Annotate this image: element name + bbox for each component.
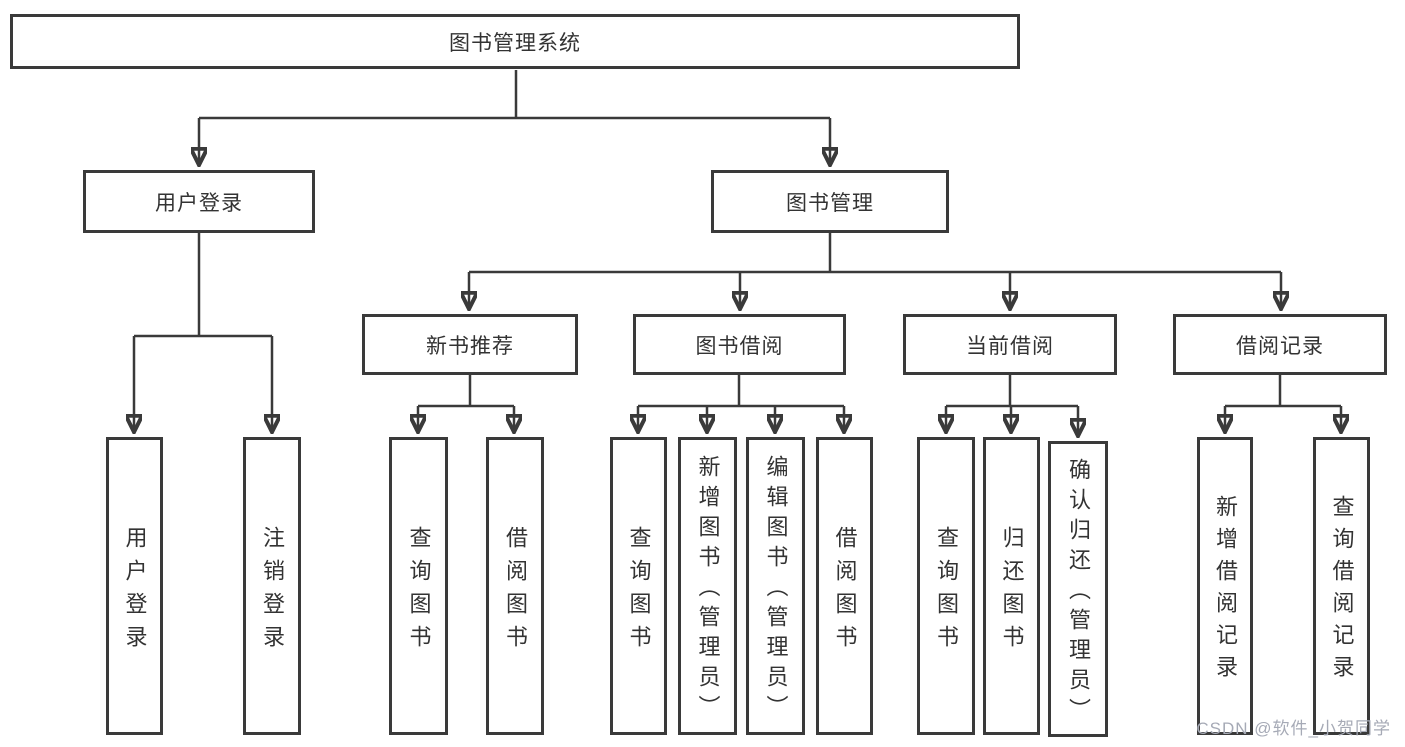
node-add-book-admin: 新增图书（管理员） (678, 437, 737, 735)
node-borrowing-records: 借阅记录 (1173, 314, 1387, 375)
node-edit-book-admin: 编辑图书（管理员） (746, 437, 805, 735)
node-book-management-label: 图书管理 (786, 191, 874, 215)
node-current-borrowing-label: 当前借阅 (966, 334, 1054, 358)
node-query-book-recommend-label: 查询图书 (406, 525, 432, 658)
node-user-login-label: 用户登录 (155, 191, 243, 215)
node-logout-login-label: 注销登录 (260, 525, 285, 658)
node-query-book-borrowing: 查询图书 (610, 437, 667, 735)
node-logout-login: 注销登录 (243, 437, 301, 735)
node-borrow-book-borrowing-label: 借阅图书 (832, 525, 858, 658)
node-query-borrow-record-label: 查询借阅记录 (1329, 495, 1355, 687)
node-query-book-current: 查询图书 (917, 437, 975, 735)
node-add-borrow-record-label: 新增借阅记录 (1213, 495, 1238, 687)
node-user-login-leaf: 用户登录 (106, 437, 163, 735)
node-user-login: 用户登录 (83, 170, 315, 233)
node-user-login-leaf-label: 用户登录 (122, 525, 148, 658)
node-book-borrowing: 图书借阅 (633, 314, 846, 375)
node-query-book-borrowing-label: 查询图书 (626, 525, 652, 658)
node-root-label: 图书管理系统 (449, 31, 581, 55)
node-add-borrow-record: 新增借阅记录 (1197, 437, 1253, 735)
node-query-book-recommend: 查询图书 (389, 437, 448, 735)
node-borrow-book-borrowing: 借阅图书 (816, 437, 873, 735)
node-borrowing-records-label: 借阅记录 (1236, 334, 1324, 358)
node-confirm-return-admin-label: 确认归还（管理员） (1066, 458, 1091, 728)
node-edit-book-admin-label: 编辑图书（管理员） (763, 455, 789, 725)
node-new-book-recommend-label: 新书推荐 (426, 334, 514, 358)
node-new-book-recommend: 新书推荐 (362, 314, 578, 375)
node-borrow-book-recommend: 借阅图书 (486, 437, 544, 735)
node-return-book: 归还图书 (983, 437, 1040, 735)
node-borrow-book-recommend-label: 借阅图书 (503, 525, 528, 658)
node-query-borrow-record: 查询借阅记录 (1313, 437, 1370, 735)
csdn-watermark: CSDN @软件_小贺同学 (1196, 719, 1391, 738)
node-add-book-admin-label: 新增图书（管理员） (695, 455, 721, 725)
node-root: 图书管理系统 (10, 14, 1020, 69)
node-confirm-return-admin: 确认归还（管理员） (1048, 441, 1108, 737)
node-return-book-label: 归还图书 (999, 525, 1025, 658)
node-current-borrowing: 当前借阅 (903, 314, 1117, 375)
node-book-borrowing-label: 图书借阅 (695, 334, 784, 358)
node-query-book-current-label: 查询图书 (934, 525, 959, 658)
node-book-management: 图书管理 (711, 170, 949, 233)
